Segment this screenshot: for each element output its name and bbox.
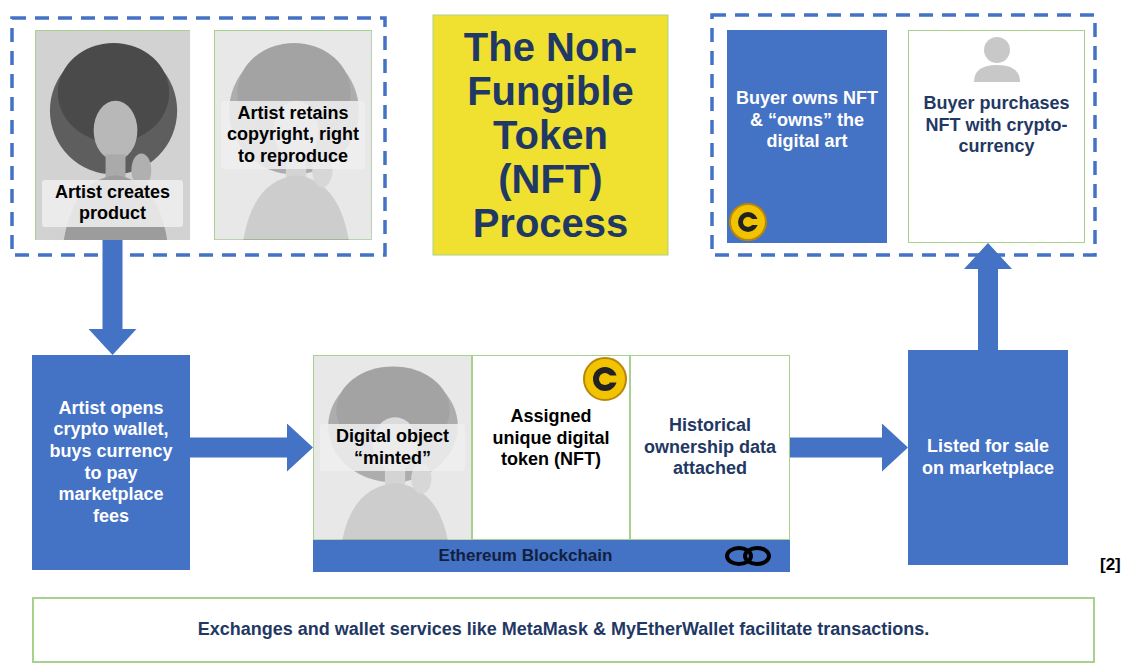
flow-arrow (190, 438, 287, 458)
box-text: Historical ownership data attached (639, 415, 781, 480)
box-text: Artist creates product (42, 180, 183, 227)
box-text: Artist retains copyright, right to repro… (221, 101, 365, 170)
reference-wrap: [2] (1100, 555, 1121, 575)
group-bracket (12, 18, 385, 255)
box-text: Listed for sale on marketplace (916, 436, 1060, 479)
box-text: Ethereum Blockchain (439, 546, 613, 566)
group-bracket (712, 15, 1095, 255)
diagram-title: The Non-Fungible Token (NFT) Process (443, 25, 658, 245)
minted-portrait (314, 356, 471, 540)
title-panel (433, 15, 668, 255)
chain-icon (727, 548, 769, 564)
process-box: Listed for sale on marketplace (908, 350, 1068, 565)
flow-arrow (790, 438, 882, 458)
title-box: The Non-Fungible Token (NFT) Process (433, 15, 668, 255)
flow-arrow (978, 269, 998, 350)
box-text: Artist opens crypto wallet, buys currenc… (40, 398, 182, 528)
box-text: Exchanges and wallet services like MetaM… (198, 619, 930, 641)
box-text: Buyer owns NFT & “owns” the digital art (735, 88, 879, 153)
data-box: Historical ownership data attached (630, 355, 790, 540)
person-icon (974, 37, 1020, 82)
reference-number: [2] (1100, 555, 1121, 575)
artist-portrait (36, 31, 190, 240)
coin-icon (730, 204, 766, 240)
blockchain-band: Ethereum Blockchain (313, 540, 790, 572)
note-box: Exchanges and wallet services like MetaM… (32, 597, 1095, 663)
box-text: Digital object “minted” (320, 424, 465, 471)
box-text: Assigned unique digital token (NFT) (481, 406, 621, 471)
box-text: Buyer purchases NFT with crypto-currency (917, 93, 1076, 158)
artist-portrait-faded (215, 31, 372, 240)
process-box: Artist opens crypto wallet, buys currenc… (32, 355, 190, 570)
coin-icon (584, 358, 626, 400)
